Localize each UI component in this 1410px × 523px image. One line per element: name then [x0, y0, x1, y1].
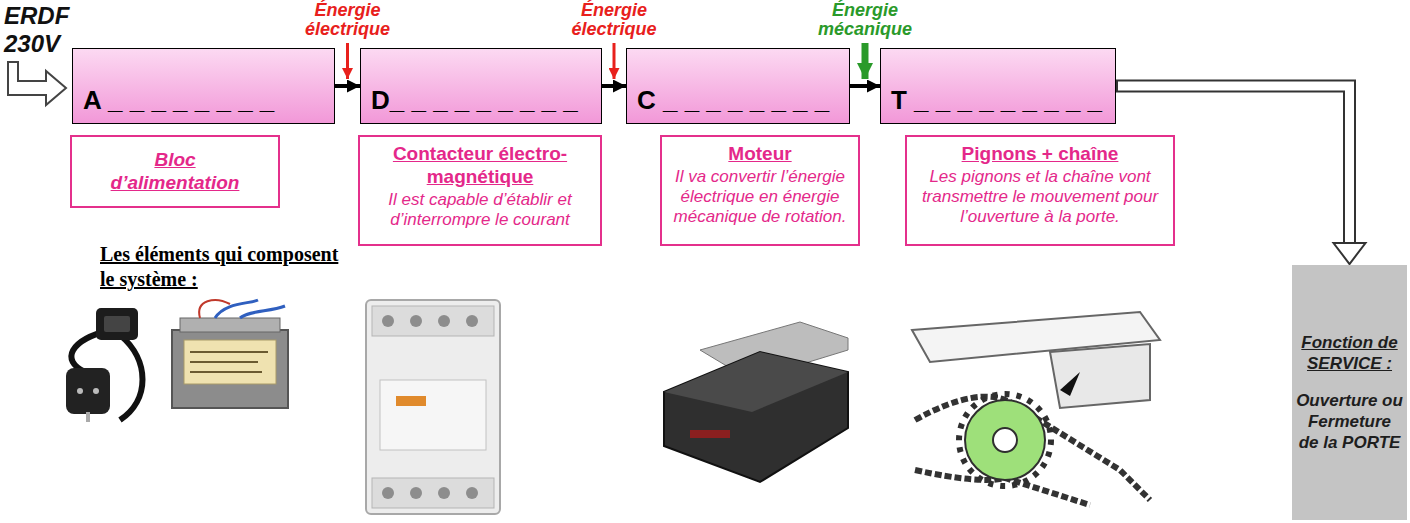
mains-input-arrow-part [8, 62, 66, 105]
box-title: Contacteur électro-magnétique [369, 142, 591, 188]
contactor-part [372, 306, 494, 336]
power-plug [66, 308, 143, 422]
mains-input-arrow [8, 62, 66, 105]
contactor-part [410, 315, 422, 327]
box-title: Pignons + chaîne [916, 142, 1164, 165]
energy-pointer [346, 43, 349, 79]
contactor-part [438, 487, 450, 499]
transformer-part [190, 361, 258, 363]
power-plug-part [93, 388, 99, 394]
component-box: Contacteur électro-magnétiqueIl est capa… [358, 135, 602, 246]
energy-pointer [613, 43, 616, 79]
process-box: C _ _ _ _ _ _ _ _ [626, 48, 850, 124]
contactor-part [466, 315, 478, 327]
arrow-line [335, 84, 360, 88]
power-plug-part [120, 335, 143, 420]
garage-motor-part [664, 352, 848, 412]
transformer [172, 300, 288, 408]
section-heading: Les éléments qui composent le système : [100, 242, 350, 292]
transformer-part [240, 306, 285, 318]
energy-arrow [602, 86, 626, 87]
energy-pointer [862, 43, 869, 79]
component-box: MoteurIl va convertir l’énergie électriq… [660, 135, 860, 246]
energy-arrow [335, 86, 360, 87]
power-plug-part [104, 316, 130, 332]
process-box: T _ _ _ _ _ _ _ _ _ [880, 48, 1116, 124]
box-description: Il est capable d’établir et d’interrompr… [369, 190, 591, 230]
box-description: Ouverture ou Fermeture de la PORTE [1296, 390, 1403, 453]
power-plug-part [66, 368, 110, 414]
component-box: Bloc d’alimentation [70, 135, 280, 208]
transformer-part [184, 340, 276, 384]
sprocket-and-chain-part [959, 394, 1051, 486]
energy-label: Énergie mécanique [790, 1, 940, 39]
arrow-head [1334, 243, 1366, 264]
box-description: Il va convertir l’énergie électrique en … [671, 167, 849, 227]
service-box: Fonction de SERVICE : Ouverture ou Fermet… [1292, 265, 1407, 520]
energy-label: Énergie électrique [273, 1, 423, 39]
transformer-part [172, 330, 288, 408]
box-title: T _ _ _ _ _ _ _ _ _ [891, 85, 1102, 115]
arrow-line [850, 84, 880, 88]
box-description: Les pignons et la chaîne vont transmettr… [916, 167, 1164, 227]
contactor-part [372, 478, 494, 508]
box-title: Bloc d’alimentation [93, 148, 258, 194]
component-box: Pignons + chaîneLes pignons et la chaîne… [905, 135, 1175, 246]
contactor-part [396, 396, 426, 406]
transformer-part [190, 371, 262, 373]
source-label: ERDF 230V [4, 2, 74, 58]
box-title: A _ _ _ _ _ _ _ _ [83, 85, 274, 115]
power-plug-part [77, 388, 83, 394]
box-title: Fonction de SERVICE : [1296, 332, 1403, 374]
contactor [366, 300, 500, 514]
contactor-part [382, 487, 394, 499]
energy-label: Énergie électrique [539, 1, 689, 39]
sprocket-and-chain-part [915, 397, 1150, 500]
sprocket-and-chain-part [1050, 344, 1150, 408]
process-box: D_ _ _ _ _ _ _ _ _ [360, 48, 602, 124]
contactor-part [466, 487, 478, 499]
energy-arrow [850, 86, 880, 87]
contactor-part [410, 487, 422, 499]
box-title: D_ _ _ _ _ _ _ _ _ [371, 85, 578, 115]
contactor-part [438, 315, 450, 327]
contactor-part [382, 315, 394, 327]
contactor-part [380, 380, 486, 450]
garage-motor [664, 322, 848, 482]
garage-motor-part [690, 430, 730, 438]
box-title: Moteur [671, 142, 849, 165]
arrow-line [602, 84, 626, 88]
sprocket-and-chain-part [993, 428, 1017, 452]
sprocket-and-chain-part [965, 400, 1045, 480]
garage-motor-part [664, 352, 848, 482]
transformer-part [190, 351, 268, 353]
power-plug-part [86, 412, 90, 422]
transformer-part [215, 300, 258, 318]
transformer-part [180, 318, 280, 332]
sprocket-and-chain-part [1060, 372, 1080, 396]
power-plug-part [96, 308, 138, 340]
contactor-part [366, 300, 500, 514]
box-title: C _ _ _ _ _ _ _ _ [637, 85, 829, 115]
process-box: A _ _ _ _ _ _ _ _ [72, 48, 335, 124]
sprocket-and-chain [912, 312, 1160, 505]
